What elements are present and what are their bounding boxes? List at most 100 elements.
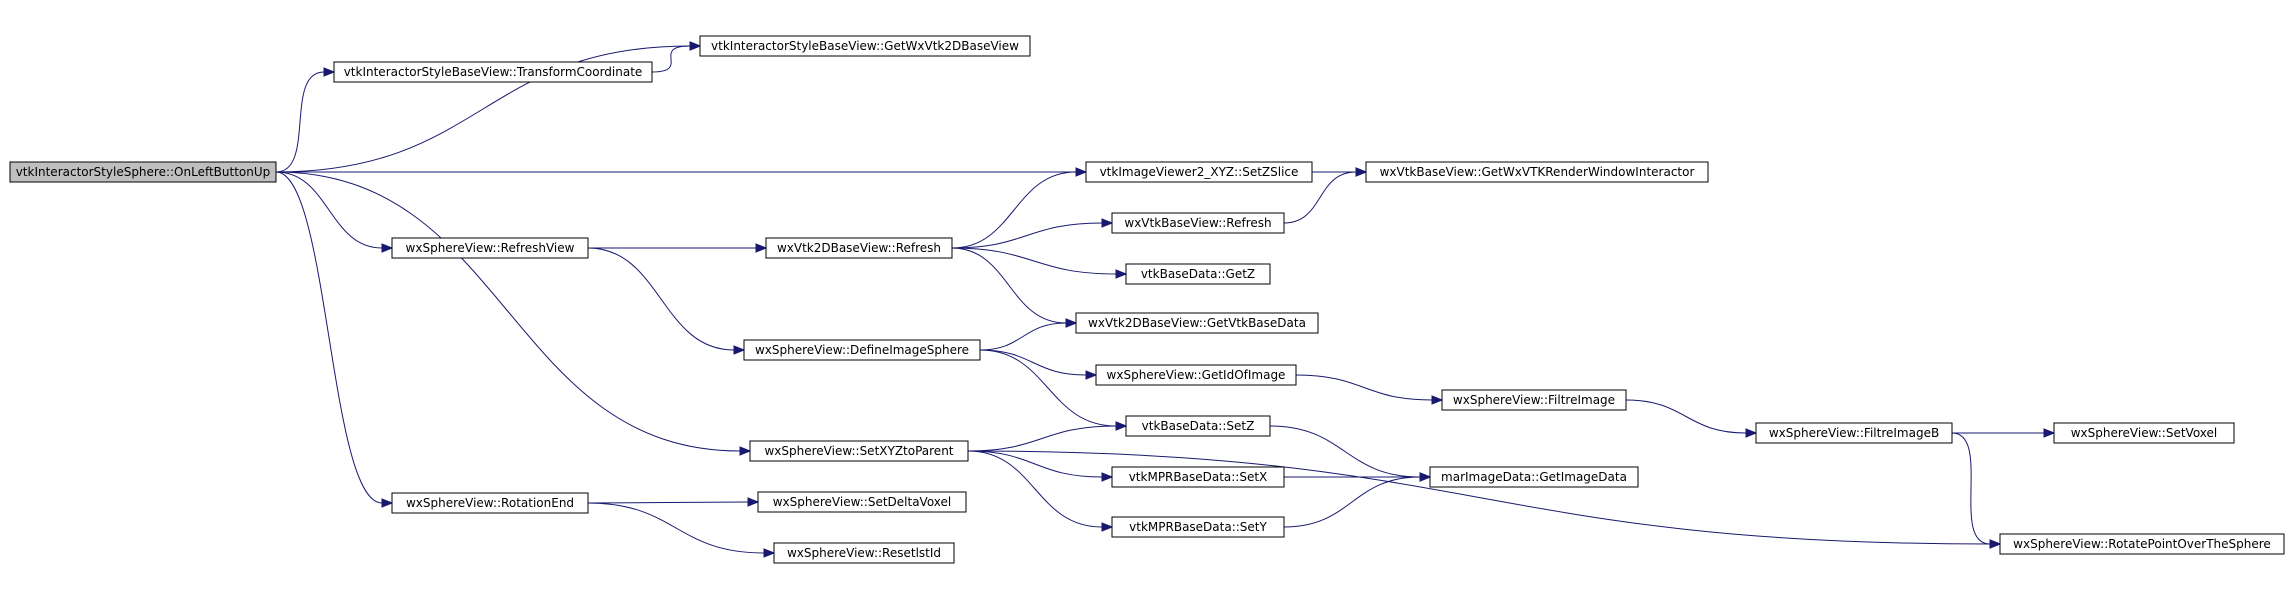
node-box[interactable]: [1095, 364, 1297, 386]
node-wx-vtk-2d-base-view-refresh[interactable]: wxVtk2DBaseView::Refresh: [765, 237, 953, 259]
node-label: vtkBaseData::GetZ: [1141, 267, 1255, 281]
node-box[interactable]: [1075, 312, 1319, 334]
node-label: vtkBaseData::SetZ: [1142, 419, 1255, 433]
node-set-delta-voxel[interactable]: wxSphereView::SetDeltaVoxel: [757, 491, 967, 513]
node-filtre-image-b[interactable]: wxSphereView::FiltreImageB: [1755, 422, 1953, 444]
edge-line: [979, 349, 1087, 376]
edge-on_left_button_up-to-set_xyz_to_parent: [275, 171, 752, 456]
node-label: vtkMPRBaseData::SetY: [1129, 520, 1267, 534]
node-box[interactable]: [757, 491, 967, 513]
edge-on_left_button_up-to-rotation_end: [275, 171, 394, 508]
node-set-xyz-to-parent[interactable]: wxSphereView::SetXYZtoParent: [749, 440, 969, 462]
edge-arrowhead: [1085, 370, 1098, 380]
node-box[interactable]: [1365, 161, 1709, 183]
node-box[interactable]: [773, 542, 955, 564]
edge-define_image_sphere-to-get_vtk_base_data: [979, 318, 1078, 351]
node-rotate-point-over-the-sphere[interactable]: wxSphereView::RotatePointOverTheSphere: [1999, 533, 2285, 555]
node-box[interactable]: [1085, 161, 1313, 183]
node-transform-coordinate[interactable]: vtkInteractorStyleBaseView::TransformCoo…: [333, 61, 653, 83]
node-set-voxel[interactable]: wxSphereView::SetVoxel: [2053, 422, 2235, 444]
edge-arrowhead: [2043, 428, 2056, 438]
node-box[interactable]: [9, 161, 277, 183]
edge-line: [1283, 171, 1357, 224]
edge-arrowhead: [763, 548, 776, 558]
edge-arrowhead: [1745, 428, 1758, 438]
node-box[interactable]: [333, 61, 653, 83]
node-label: wxSphereView::DefineImageSphere: [755, 343, 969, 357]
node-get-wx-vtk-render-window-interactor[interactable]: wxVtkBaseView::GetWxVTKRenderWindowInter…: [1365, 161, 1709, 183]
node-get-id-of-image[interactable]: wxSphereView::GetIdOfImage: [1095, 364, 1297, 386]
edge-line: [967, 450, 1991, 545]
node-reset-lst-id[interactable]: wxSphereView::ResetlstId: [773, 542, 955, 564]
node-set-x[interactable]: vtkMPRBaseData::SetX: [1111, 466, 1285, 488]
edge-arrowhead: [739, 446, 752, 456]
node-label: wxSphereView::RotationEnd: [406, 496, 574, 510]
edge-arrowhead: [1101, 472, 1114, 482]
edge-filtre_image_b-to-set_voxel: [1951, 428, 2056, 438]
node-box[interactable]: [1999, 533, 2285, 555]
edge-filtre_image-to-filtre_image_b: [1625, 399, 1758, 438]
node-label: wxSphereView::FiltreImageB: [1769, 426, 1939, 440]
node-get-vtk-base-data[interactable]: wxVtk2DBaseView::GetVtkBaseData: [1075, 312, 1319, 334]
edge-line: [951, 247, 1117, 275]
node-box[interactable]: [1755, 422, 1953, 444]
edge-set_xyz_to_parent-to-set_x: [967, 450, 1114, 482]
edge-transform_coordinate-to-get_wx_vtk_2d_base_view: [651, 41, 702, 73]
node-box[interactable]: [1111, 466, 1285, 488]
node-get-z[interactable]: vtkBaseData::GetZ: [1125, 263, 1271, 285]
edge-arrowhead: [381, 498, 394, 508]
node-set-y[interactable]: vtkMPRBaseData::SetY: [1111, 516, 1285, 538]
node-label: wxVtk2DBaseView::Refresh: [777, 241, 941, 255]
node-wx-vtk-base-view-refresh[interactable]: wxVtkBaseView::Refresh: [1111, 212, 1285, 234]
edge-arrowhead: [1101, 218, 1114, 228]
edge-line: [275, 171, 741, 452]
node-box[interactable]: [699, 35, 1031, 57]
edge-line: [275, 171, 383, 249]
edge-rotation_end-to-reset_lst_id: [587, 502, 776, 558]
edge-line: [1625, 399, 1747, 434]
edge-on_left_button_up-to-refresh_view: [275, 171, 394, 253]
node-box[interactable]: [749, 440, 969, 462]
edge-set_xyz_to_parent-to-rotate_point_over_the_sphere: [967, 450, 2002, 549]
node-get-image-data[interactable]: marImageData::GetImageData: [1429, 466, 1639, 488]
node-box[interactable]: [1441, 389, 1627, 411]
node-set-z[interactable]: vtkBaseData::SetZ: [1125, 415, 1271, 437]
edge-wx_vtk_base_view_refresh-to-get_wx_vtk_render_window_interactor: [1283, 167, 1368, 224]
edge-arrowhead: [381, 243, 394, 253]
node-refresh-view[interactable]: wxSphereView::RefreshView: [391, 237, 589, 259]
edge-arrowhead: [1989, 539, 2002, 549]
node-box[interactable]: [1125, 415, 1271, 437]
node-box[interactable]: [1429, 466, 1639, 488]
node-rotation-end[interactable]: wxSphereView::RotationEnd: [391, 492, 589, 514]
node-box[interactable]: [1111, 212, 1285, 234]
node-box[interactable]: [765, 237, 953, 259]
node-box[interactable]: [2053, 422, 2235, 444]
node-box[interactable]: [1111, 516, 1285, 538]
edge-line: [979, 349, 1117, 427]
edge-line: [1283, 476, 1421, 528]
node-label: vtkInteractorStyleBaseView::TransformCoo…: [344, 65, 643, 79]
edge-line: [951, 171, 1077, 249]
edge-line: [587, 501, 749, 504]
node-box[interactable]: [743, 339, 981, 361]
edge-line: [967, 425, 1117, 452]
edge-line: [967, 450, 1103, 478]
node-label: wxSphereView::SetDeltaVoxel: [773, 495, 952, 509]
edge-arrowhead: [1115, 269, 1128, 279]
edge-arrowhead: [1075, 167, 1088, 177]
node-on-left-button-up[interactable]: vtkInteractorStyleSphere::OnLeftButtonUp: [9, 161, 277, 183]
node-set-z-slice[interactable]: vtkImageViewer2_XYZ::SetZSlice: [1085, 161, 1313, 183]
edge-line: [979, 322, 1067, 351]
edge-refresh_view-to-wx_vtk_2d_base_view_refresh: [588, 243, 768, 253]
edge-line: [651, 45, 691, 73]
edge-set_xyz_to_parent-to-set_z: [967, 421, 1128, 452]
node-box[interactable]: [1125, 263, 1271, 285]
edge-line: [1295, 374, 1433, 401]
node-define-image-sphere[interactable]: wxSphereView::DefineImageSphere: [743, 339, 981, 361]
node-label: wxVtkBaseView::Refresh: [1124, 216, 1271, 230]
node-filtre-image[interactable]: wxSphereView::FiltreImage: [1441, 389, 1627, 411]
node-box[interactable]: [391, 492, 589, 514]
node-get-wx-vtk-2d-base-view[interactable]: vtkInteractorStyleBaseView::GetWxVtk2DBa…: [699, 35, 1031, 57]
node-box[interactable]: [391, 237, 589, 259]
